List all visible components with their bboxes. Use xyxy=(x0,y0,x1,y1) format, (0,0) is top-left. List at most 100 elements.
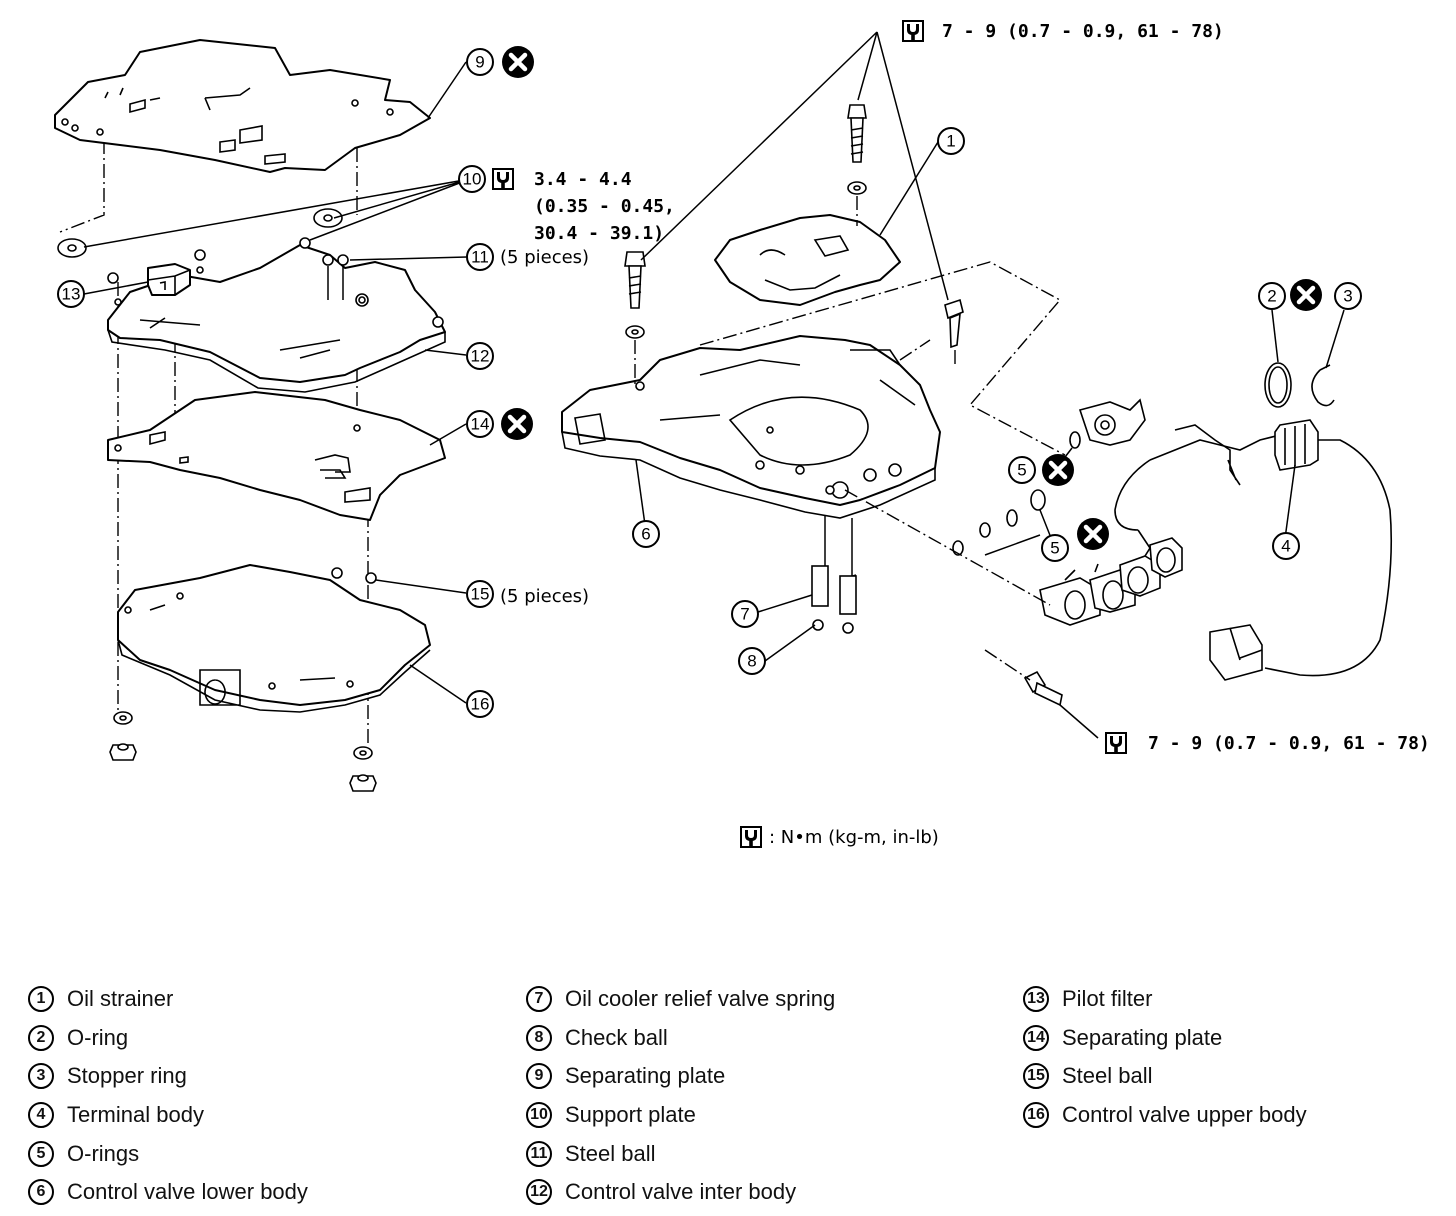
legend-number: 4 xyxy=(28,1102,54,1129)
legend-item: 4 Terminal body xyxy=(28,1096,308,1135)
svg-text:10: 10 xyxy=(463,170,482,189)
svg-text:15: 15 xyxy=(471,585,490,604)
legend-item: 5 O-rings xyxy=(28,1134,308,1173)
legend-number: 8 xyxy=(526,1024,552,1051)
legend-item: 11 Steel ball xyxy=(526,1134,835,1173)
legend-number: 5 xyxy=(28,1140,54,1167)
springs-and-check-ball xyxy=(811,515,857,634)
legend-number: 9 xyxy=(526,1063,552,1090)
legend-number: 1 xyxy=(28,986,54,1013)
svg-text:5: 5 xyxy=(1017,461,1026,480)
callout-2: 2 xyxy=(1258,282,1286,310)
legend-label: O-rings xyxy=(67,1140,140,1166)
do-not-reuse-x-icon xyxy=(502,46,534,78)
oil-strainer-1 xyxy=(714,214,901,306)
svg-text:6: 6 xyxy=(641,525,650,544)
legend-label: Oil cooler relief valve spring xyxy=(565,986,836,1012)
callout-4: 4 xyxy=(1272,532,1300,560)
svg-text:8: 8 xyxy=(747,652,756,671)
callout-11: 11 xyxy=(466,243,494,271)
svg-text:5: 5 xyxy=(1050,539,1059,558)
legend-label: Pilot filter xyxy=(1062,986,1153,1012)
legend-label: Steel ball xyxy=(1062,1063,1153,1089)
legend-number: 15 xyxy=(1023,1063,1049,1090)
do-not-reuse-x-icon xyxy=(1077,518,1109,550)
legend-number: 14 xyxy=(1023,1024,1049,1051)
callout-9: 9 xyxy=(466,48,494,76)
pieces-note-15: (5 pieces) xyxy=(500,586,589,607)
assembly-axis-line-right xyxy=(699,261,1066,606)
svg-text:7: 7 xyxy=(740,605,749,624)
legend-label: Terminal body xyxy=(67,1102,204,1128)
legend-column-2: 7 Oil cooler relief valve spring 8 Check b… xyxy=(526,980,835,1212)
callout-5b: 5 xyxy=(1041,534,1069,562)
legend-number: 7 xyxy=(526,986,552,1013)
legend-item: 1 Oil strainer xyxy=(28,980,308,1019)
callout-12: 12 xyxy=(466,342,494,370)
legend-number: 6 xyxy=(28,1179,54,1206)
legend-label: Control valve inter body xyxy=(565,1179,797,1205)
terminal-body-4 xyxy=(1039,398,1393,681)
callout-13: 13 xyxy=(57,280,85,308)
callout-8: 8 xyxy=(738,647,766,675)
legend-item: 12 Control valve inter body xyxy=(526,1173,835,1212)
o-rings-5 xyxy=(952,431,1081,556)
callout-1: 1 xyxy=(937,127,965,155)
pilot-filter-13 xyxy=(147,263,191,296)
separating-plate-9 xyxy=(54,39,431,173)
do-not-reuse-x-icon xyxy=(1290,279,1322,311)
callout-16: 16 xyxy=(466,690,494,718)
steel-balls-11 xyxy=(107,237,349,300)
legend-item: 13 Pilot filter xyxy=(1023,980,1307,1019)
legend-label: Separating plate xyxy=(1062,1024,1223,1050)
legend-number: 2 xyxy=(28,1024,54,1051)
legend-item: 8 Check ball xyxy=(526,1019,835,1058)
legend-label: Steel ball xyxy=(565,1140,656,1166)
do-not-reuse-x-icon xyxy=(501,408,533,440)
svg-text:4: 4 xyxy=(1281,537,1290,556)
torque-spec-support-line1: 3.4 - 4.4 xyxy=(534,169,632,190)
torque-spec-support-line2: (0.35 - 0.45, xyxy=(534,196,675,217)
wrench-torque-icon xyxy=(740,826,762,848)
svg-text:13: 13 xyxy=(62,285,81,304)
svg-text:3: 3 xyxy=(1343,287,1352,306)
callout-7: 7 xyxy=(731,600,759,628)
torque-spec-bottom: 7 - 9 (0.7 - 0.9, 61 - 78) xyxy=(1148,733,1430,754)
legend-label: Support plate xyxy=(565,1102,696,1128)
legend-label: Check ball xyxy=(565,1024,668,1050)
bolts-and-washers xyxy=(624,104,1063,707)
legend-label: Stopper ring xyxy=(67,1063,187,1089)
legend-number: 12 xyxy=(526,1179,552,1206)
legend-label: Oil strainer xyxy=(67,986,174,1012)
stopper-ring-3 xyxy=(1311,364,1335,407)
svg-text:9: 9 xyxy=(475,53,484,72)
legend-label: O-ring xyxy=(67,1024,129,1050)
torque-spec-top: 7 - 9 (0.7 - 0.9, 61 - 78) xyxy=(942,21,1224,42)
assembly-axis-line xyxy=(59,100,369,745)
legend-label: Control valve lower body xyxy=(67,1179,308,1205)
callout-15: 15 xyxy=(466,580,494,608)
legend-number: 11 xyxy=(526,1140,552,1167)
legend-item: 6 Control valve lower body xyxy=(28,1173,308,1212)
legend-number: 3 xyxy=(28,1063,54,1090)
legend-item: 7 Oil cooler relief valve spring xyxy=(526,980,835,1019)
legend-item: 15 Steel ball xyxy=(1023,1057,1307,1096)
legend-number: 16 xyxy=(1023,1102,1049,1129)
wrench-torque-icon xyxy=(1105,732,1127,754)
svg-text:16: 16 xyxy=(471,695,490,714)
legend-number: 13 xyxy=(1023,986,1049,1013)
legend-label: Separating plate xyxy=(565,1063,726,1089)
control-valve-lower-body-6 xyxy=(561,335,941,519)
o-ring-2 xyxy=(1264,362,1292,408)
wrench-torque-icon xyxy=(492,168,514,190)
legend-item: 14 Separating plate xyxy=(1023,1019,1307,1058)
svg-text:1: 1 xyxy=(946,132,955,151)
callout-3: 3 xyxy=(1334,282,1362,310)
callout-14: 14 xyxy=(466,410,494,438)
legend-column-1: 1 Oil strainer 2 O-ring 3 Stopper ring 4 Ter… xyxy=(28,980,308,1212)
callout-10: 10 xyxy=(458,165,486,193)
separating-plate-14 xyxy=(107,391,446,521)
